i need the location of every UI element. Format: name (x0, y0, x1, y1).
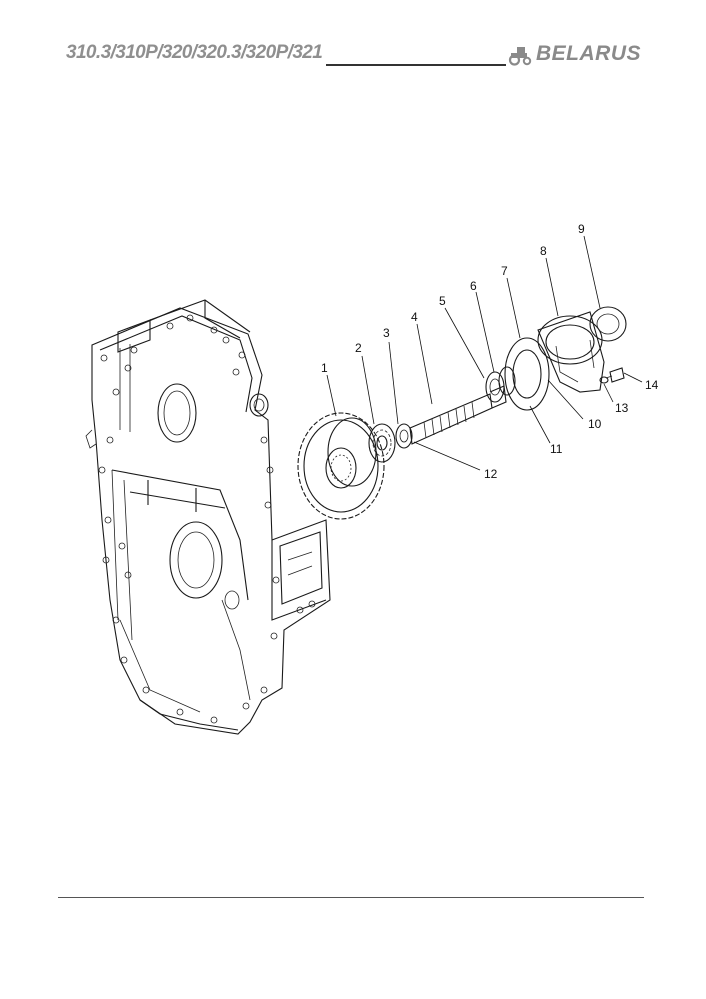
callout-13: 13 (615, 401, 629, 415)
leader-lines (326, 235, 643, 471)
brand-logo: BELARUS (536, 42, 642, 65)
callout-9: 9 (578, 222, 585, 236)
callout-11: 11 (550, 442, 563, 456)
callout-6: 6 (470, 279, 477, 293)
page-header: 310.3/310P/320/320.3/320P/321 BELARUS (0, 0, 706, 80)
part-cover (537, 311, 605, 393)
part-ring (395, 423, 413, 449)
callout-1: 1 (321, 361, 328, 375)
callout-4: 4 (411, 310, 418, 324)
footer-rule (58, 897, 644, 898)
part-gasket (504, 337, 550, 411)
tractor-icon (508, 47, 532, 66)
part-seal (589, 306, 627, 342)
part-bearing-outer (485, 366, 516, 403)
part-gear (297, 412, 385, 520)
callout-2: 2 (355, 341, 362, 355)
part-bolt (599, 367, 625, 384)
callout-5: 5 (439, 294, 446, 308)
part-bearing (368, 423, 396, 463)
housing (85, 299, 331, 735)
callout-3: 3 (383, 326, 390, 340)
callout-14: 14 (645, 378, 659, 392)
header-rule (326, 64, 506, 66)
callout-labels: 1 2 3 4 5 6 7 8 9 10 11 12 13 14 (321, 222, 659, 481)
callout-12: 12 (484, 467, 498, 481)
callout-8: 8 (540, 244, 547, 258)
callout-10: 10 (588, 417, 602, 431)
part-shaft (409, 385, 507, 445)
callout-7: 7 (501, 264, 508, 278)
model-title: 310.3/310P/320/320.3/320P/321 (66, 42, 323, 63)
